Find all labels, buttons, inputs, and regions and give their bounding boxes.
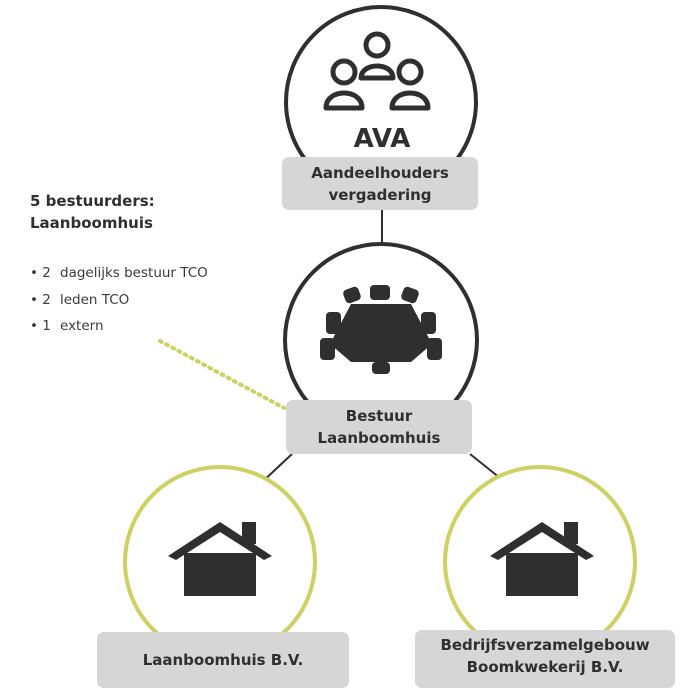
laanboomhuis-box: Laanboomhuis B.V. bbox=[97, 632, 349, 688]
bedrijfsverzamelgebouw-box-line1: Bedrijfsverzamelgebouw bbox=[440, 636, 650, 654]
list-item-text: extern bbox=[60, 318, 104, 334]
bestuur-box: Bestuur Laanboomhuis bbox=[286, 400, 472, 454]
list-item-count: • 1 bbox=[30, 318, 51, 334]
dotted-connector-info bbox=[158, 339, 286, 410]
list-item: • 2 leden TCO bbox=[30, 287, 208, 314]
ava-box-line2: vergadering bbox=[328, 185, 432, 204]
ava-box: Aandeelhouders vergadering bbox=[282, 157, 478, 210]
list-item-count: • 2 bbox=[30, 265, 51, 281]
connector-bestuur-bedrijfsverzamelgebouw bbox=[469, 453, 501, 479]
info-title-line2: Laanboomhuis bbox=[30, 214, 153, 232]
list-item: • 2 dagelijks bestuur TCO bbox=[30, 260, 208, 287]
bestuur-box-line1: Bestuur bbox=[345, 407, 413, 425]
ava-label: AVA bbox=[353, 124, 411, 154]
bedrijfsverzamelgebouw-box: Bedrijfsverzamelgebouw Boomkwekerij B.V. bbox=[415, 630, 675, 688]
list-item-text: dagelijks bestuur TCO bbox=[60, 265, 208, 281]
laanboomhuis-box-line1: Laanboomhuis B.V. bbox=[142, 651, 304, 669]
house-icon bbox=[490, 522, 594, 596]
bestuur-box-line2: Laanboomhuis bbox=[317, 429, 441, 447]
list-item: • 1 extern bbox=[30, 313, 208, 340]
people-group-icon bbox=[323, 31, 431, 111]
info-title-line1: 5 bestuurders: bbox=[30, 192, 155, 210]
info-list: • 2 dagelijks bestuur TCO • 2 leden TCO … bbox=[30, 260, 208, 340]
list-item-count: • 2 bbox=[30, 291, 51, 308]
ava-box-line1: Aandeelhouders bbox=[311, 163, 449, 182]
info-title: 5 bestuurders: Laanboomhuis bbox=[30, 190, 155, 234]
house-icon bbox=[168, 522, 272, 596]
bedrijfsverzamelgebouw-box-line2: Boomkwekerij B.V. bbox=[466, 658, 624, 676]
meeting-table-icon bbox=[320, 285, 442, 374]
list-item-text: leden TCO bbox=[60, 291, 130, 308]
